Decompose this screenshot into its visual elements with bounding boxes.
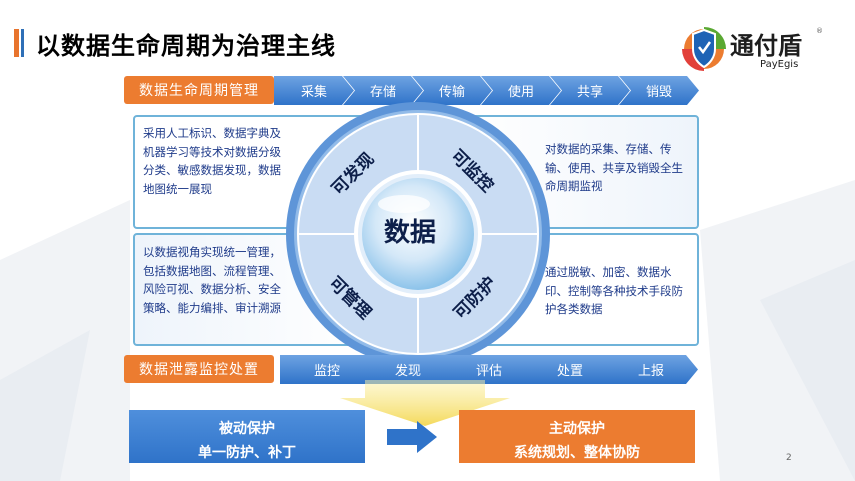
title-accent-blue — [21, 29, 24, 57]
lifecycle-stage-share: 共享 — [550, 76, 630, 105]
active-desc: 系统规划、整体协防 — [459, 441, 695, 465]
logo-subtitle: PayEgis — [760, 59, 798, 70]
page-title: 以数据生命周期为治理主线 — [36, 26, 336, 61]
quadrant-text-manage: 以数据视角实现统一管理，包括数据地图、流程管理、风险可视、数据分析、安全策略、能… — [143, 243, 285, 317]
quadrant-text-protect: 通过脱敏、加密、数据水印、控制等各种技术手段防护各类数据 — [545, 263, 687, 319]
passive-title: 被动保护 — [129, 417, 365, 441]
shield-logo-icon — [682, 24, 726, 74]
active-protection-box: 主动保护 系统规划、整体协防 — [459, 410, 695, 463]
leak-label: 数据泄露监控处置 — [124, 355, 274, 383]
active-title: 主动保护 — [459, 417, 695, 441]
logo-registered-mark: ® — [816, 27, 823, 35]
passive-desc: 单一防护、补丁 — [129, 441, 365, 465]
wheel-center-label: 数据 — [384, 212, 436, 249]
page-number: 2 — [786, 453, 792, 463]
leak-stage-handle: 处置 — [523, 355, 617, 384]
title-accent-orange — [14, 29, 19, 57]
logo-wordmark: 通付盾 — [730, 26, 802, 61]
right-arrow-icon — [387, 421, 437, 453]
lifecycle-stage-destroy: 销毁 — [619, 76, 699, 105]
quadrant-text-monitor: 对数据的采集、存储、传输、使用、共享及销毁全生命周期监视 — [545, 140, 685, 196]
lifecycle-label: 数据生命周期管理 — [124, 76, 274, 104]
passive-protection-box: 被动保护 单一防护、补丁 — [129, 410, 365, 463]
quadrant-text-discover: 采用人工标识、数据字典及机器学习等技术对数据分级分类、敏感数据发现，数据地图统一… — [143, 124, 285, 198]
leak-stage-report: 上报 — [604, 355, 698, 384]
